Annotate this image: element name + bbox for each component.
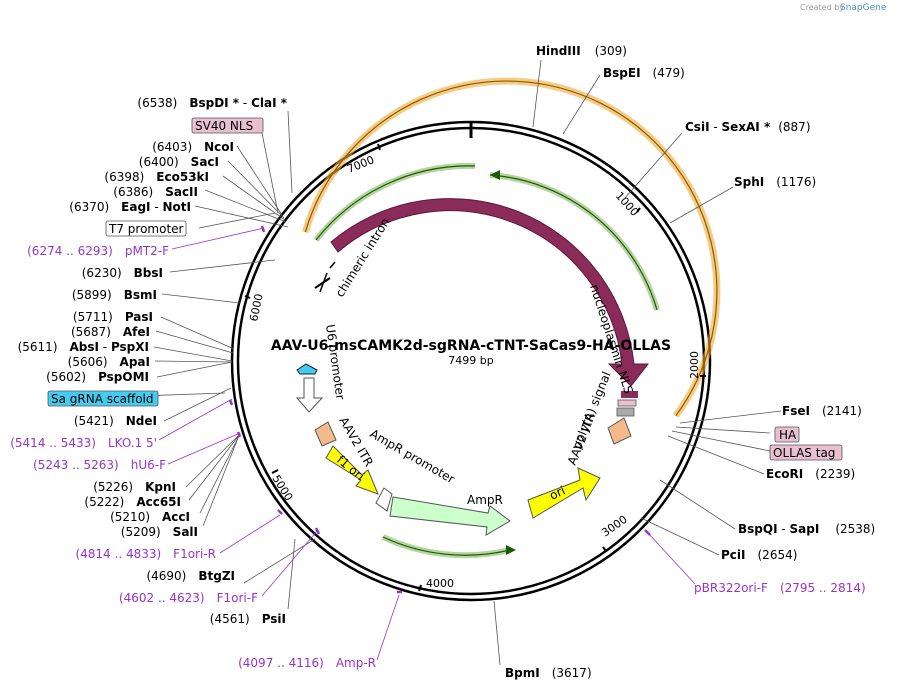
site-csii-sexai: CsiI - SexAI *(887): [685, 120, 811, 134]
primer-f1ori-r: (4814 .. 4833)F1ori-R: [75, 547, 216, 561]
plasmid-title: AAV-U6-msCAMK2d-sgRNA-cTNT-SaCas9-HA-OLL…: [271, 338, 671, 354]
primer-pbr322ori-f: pBR322ori-F(2795 .. 2814): [694, 581, 866, 595]
site-acc65i: (5222)Acc65I: [84, 495, 181, 509]
intron-mark-a: [329, 261, 336, 269]
aav2-itr-right-label: AAV2 ITR: [565, 411, 599, 467]
svg-text:Sa gRNA scaffold: Sa gRNA scaffold: [51, 392, 154, 406]
sa-grna-scaffold-block: [296, 363, 318, 375]
svg-text:5000: 5000: [269, 473, 295, 504]
primer-hu6-f: (5243 .. 5263)hU6-F: [33, 458, 166, 472]
site-btgzi: (4690)BtgZI: [146, 569, 235, 583]
ampr-promoter-arrow: [375, 487, 393, 512]
intron-mark-b: [314, 277, 331, 289]
site-fsei: FseI(2141): [782, 404, 862, 418]
aav2-itr-left: [314, 421, 337, 447]
intron-mark-c: [319, 272, 328, 293]
site-bbsi: (6230)BbsI: [82, 266, 163, 280]
svg-text:6000: 6000: [247, 293, 266, 323]
site-kpni: (5226)KpnI: [93, 480, 176, 494]
site-pasi: (5711)PasI: [73, 310, 153, 324]
site-psii: (4561)PsiI: [210, 612, 286, 626]
ruler-6000: 6000: [244, 293, 266, 323]
site-eco53ki: (6398)Eco53kI: [104, 170, 209, 184]
green-band-c-arrowhead: [506, 545, 516, 555]
green-band-c: [381, 534, 511, 559]
green-band-c-line: [382, 536, 511, 556]
svg-text:4000: 4000: [426, 577, 454, 590]
polya-block: [616, 407, 635, 417]
ruler-1000: 1000: [613, 189, 641, 219]
leader-lines: [81, 59, 782, 666]
svg-text:1000: 1000: [613, 189, 641, 219]
tag-t7-promoter: T7 promoter: [105, 220, 187, 237]
svg-text:OLLAS tag: OLLAS tag: [773, 446, 835, 460]
u6-promoter-arrow: [295, 377, 324, 413]
snapgene-brand: SnapGene: [840, 3, 887, 13]
ori-label: ori: [547, 483, 567, 502]
primer-amp-r: (4097 .. 4116)Amp-R: [238, 656, 376, 670]
green-band-b: [489, 172, 660, 311]
primer-leader-lines: [158, 227, 696, 661]
green-band-b-line: [489, 174, 658, 311]
site-pcii: PciI(2654): [721, 548, 797, 562]
green-band-a-line: [315, 165, 476, 241]
site-ndei: (5421)NdeI: [74, 414, 157, 428]
svg-text:SV40 NLS: SV40 NLS: [195, 119, 253, 133]
site-sali: (5209)SalI: [121, 525, 198, 539]
ruler-4000: 4000: [418, 577, 454, 592]
site-sphi: SphI(1176): [734, 175, 816, 189]
svg-text:HA: HA: [779, 428, 797, 442]
primer-f1ori-f: (4602 .. 4623)F1ori-F: [119, 591, 258, 605]
site-saci: (6400)SacI: [139, 155, 219, 169]
site-pspomi: (5602)PspOMI: [46, 370, 149, 384]
ampr-promoter-label: AmpR promoter: [368, 426, 458, 486]
aav2-itr-right: [607, 417, 632, 445]
site-bspei: BspEI(479): [603, 66, 685, 80]
site-bsmi: (5899)BsmI: [72, 288, 157, 302]
ampr-arrow: [389, 496, 511, 536]
tag-sv40-nls: SV40 NLS: [191, 117, 264, 134]
svg-text:T7 promoter: T7 promoter: [108, 222, 184, 236]
sacas9-arrow: [330, 198, 650, 387]
credit-prefix: Created by: [800, 3, 844, 12]
site-ncoi: (6403)NcoI: [152, 140, 234, 154]
primer-lko1-5: (5414 .. 5433)LKO.1 5': [10, 436, 157, 450]
ampr-label: AmpR: [467, 493, 503, 507]
svg-text:2000: 2000: [688, 351, 701, 379]
site-acci: (5210)AccI: [110, 510, 190, 524]
site-hindiii: HindIII(309): [536, 44, 627, 58]
primer-pmt2-f: (6274 .. 6293)pMT2-F: [27, 244, 169, 258]
plasmid-length: 7499 bp: [448, 354, 493, 367]
primer-marks: [228, 225, 651, 594]
site-apai: (5606)ApaI: [68, 355, 150, 369]
site-absi-pspxi: (5611)AbsI - PspXI: [18, 340, 149, 354]
ha-block: [617, 399, 637, 407]
site-bspdi-clai: (6538)BspDI * - ClaI *: [137, 96, 287, 110]
orange-band-line: [304, 80, 718, 417]
tag-ha: HA: [774, 426, 800, 443]
ori-arrow: [527, 467, 601, 519]
site-sacii: (6386)SacII: [113, 185, 198, 199]
site-bpmi: BpmI(3617): [505, 666, 592, 680]
f1-ori-arrow: [325, 445, 379, 495]
nls-block: [621, 391, 638, 398]
ruler-2000: 2000: [688, 351, 706, 379]
site-afei: (5687)AfeI: [71, 325, 150, 339]
site-eagi-noti: (6370)EagI - NotI: [69, 200, 191, 214]
tag-sa-grna-scaffold: Sa gRNA scaffold: [47, 390, 159, 407]
green-band-arrowhead: [490, 170, 500, 180]
u6-promoter-label: U6 promoter: [323, 323, 347, 400]
tag-ollas: OLLAS tag: [769, 444, 843, 461]
site-bspqi-sapi: BspQI - SapI(2538): [738, 522, 875, 536]
site-ecori: EcoRI(2239): [766, 467, 855, 481]
